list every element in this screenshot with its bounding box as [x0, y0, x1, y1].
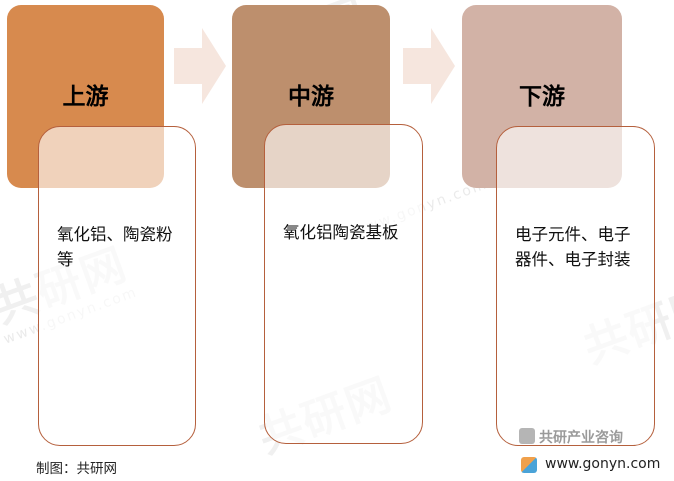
flow-arrow-2	[403, 28, 455, 104]
detail-text: 氧化铝陶瓷基板	[283, 223, 399, 242]
stage-title: 下游	[519, 84, 565, 110]
source-caption: 制图：共研网	[36, 461, 117, 477]
detail-box-downstream: 电子元件、电子器件、电子封装	[496, 126, 655, 446]
stage-title: 上游	[62, 84, 109, 110]
flow-arrow-1	[174, 28, 226, 104]
detail-box-upstream: 氧化铝、陶瓷粉等	[38, 126, 196, 446]
stage-title: 中游	[288, 84, 334, 110]
website-logo-icon	[521, 457, 537, 473]
brand-url: www.gonyn.com	[545, 456, 661, 472]
detail-box-midstream: 氧化铝陶瓷基板	[264, 124, 423, 444]
brand-logo-icon	[519, 428, 535, 444]
brand-name: 共研产业咨询	[539, 430, 623, 446]
detail-text: 电子元件、电子器件、电子封装	[515, 225, 631, 269]
detail-text: 氧化铝、陶瓷粉等	[57, 225, 173, 269]
